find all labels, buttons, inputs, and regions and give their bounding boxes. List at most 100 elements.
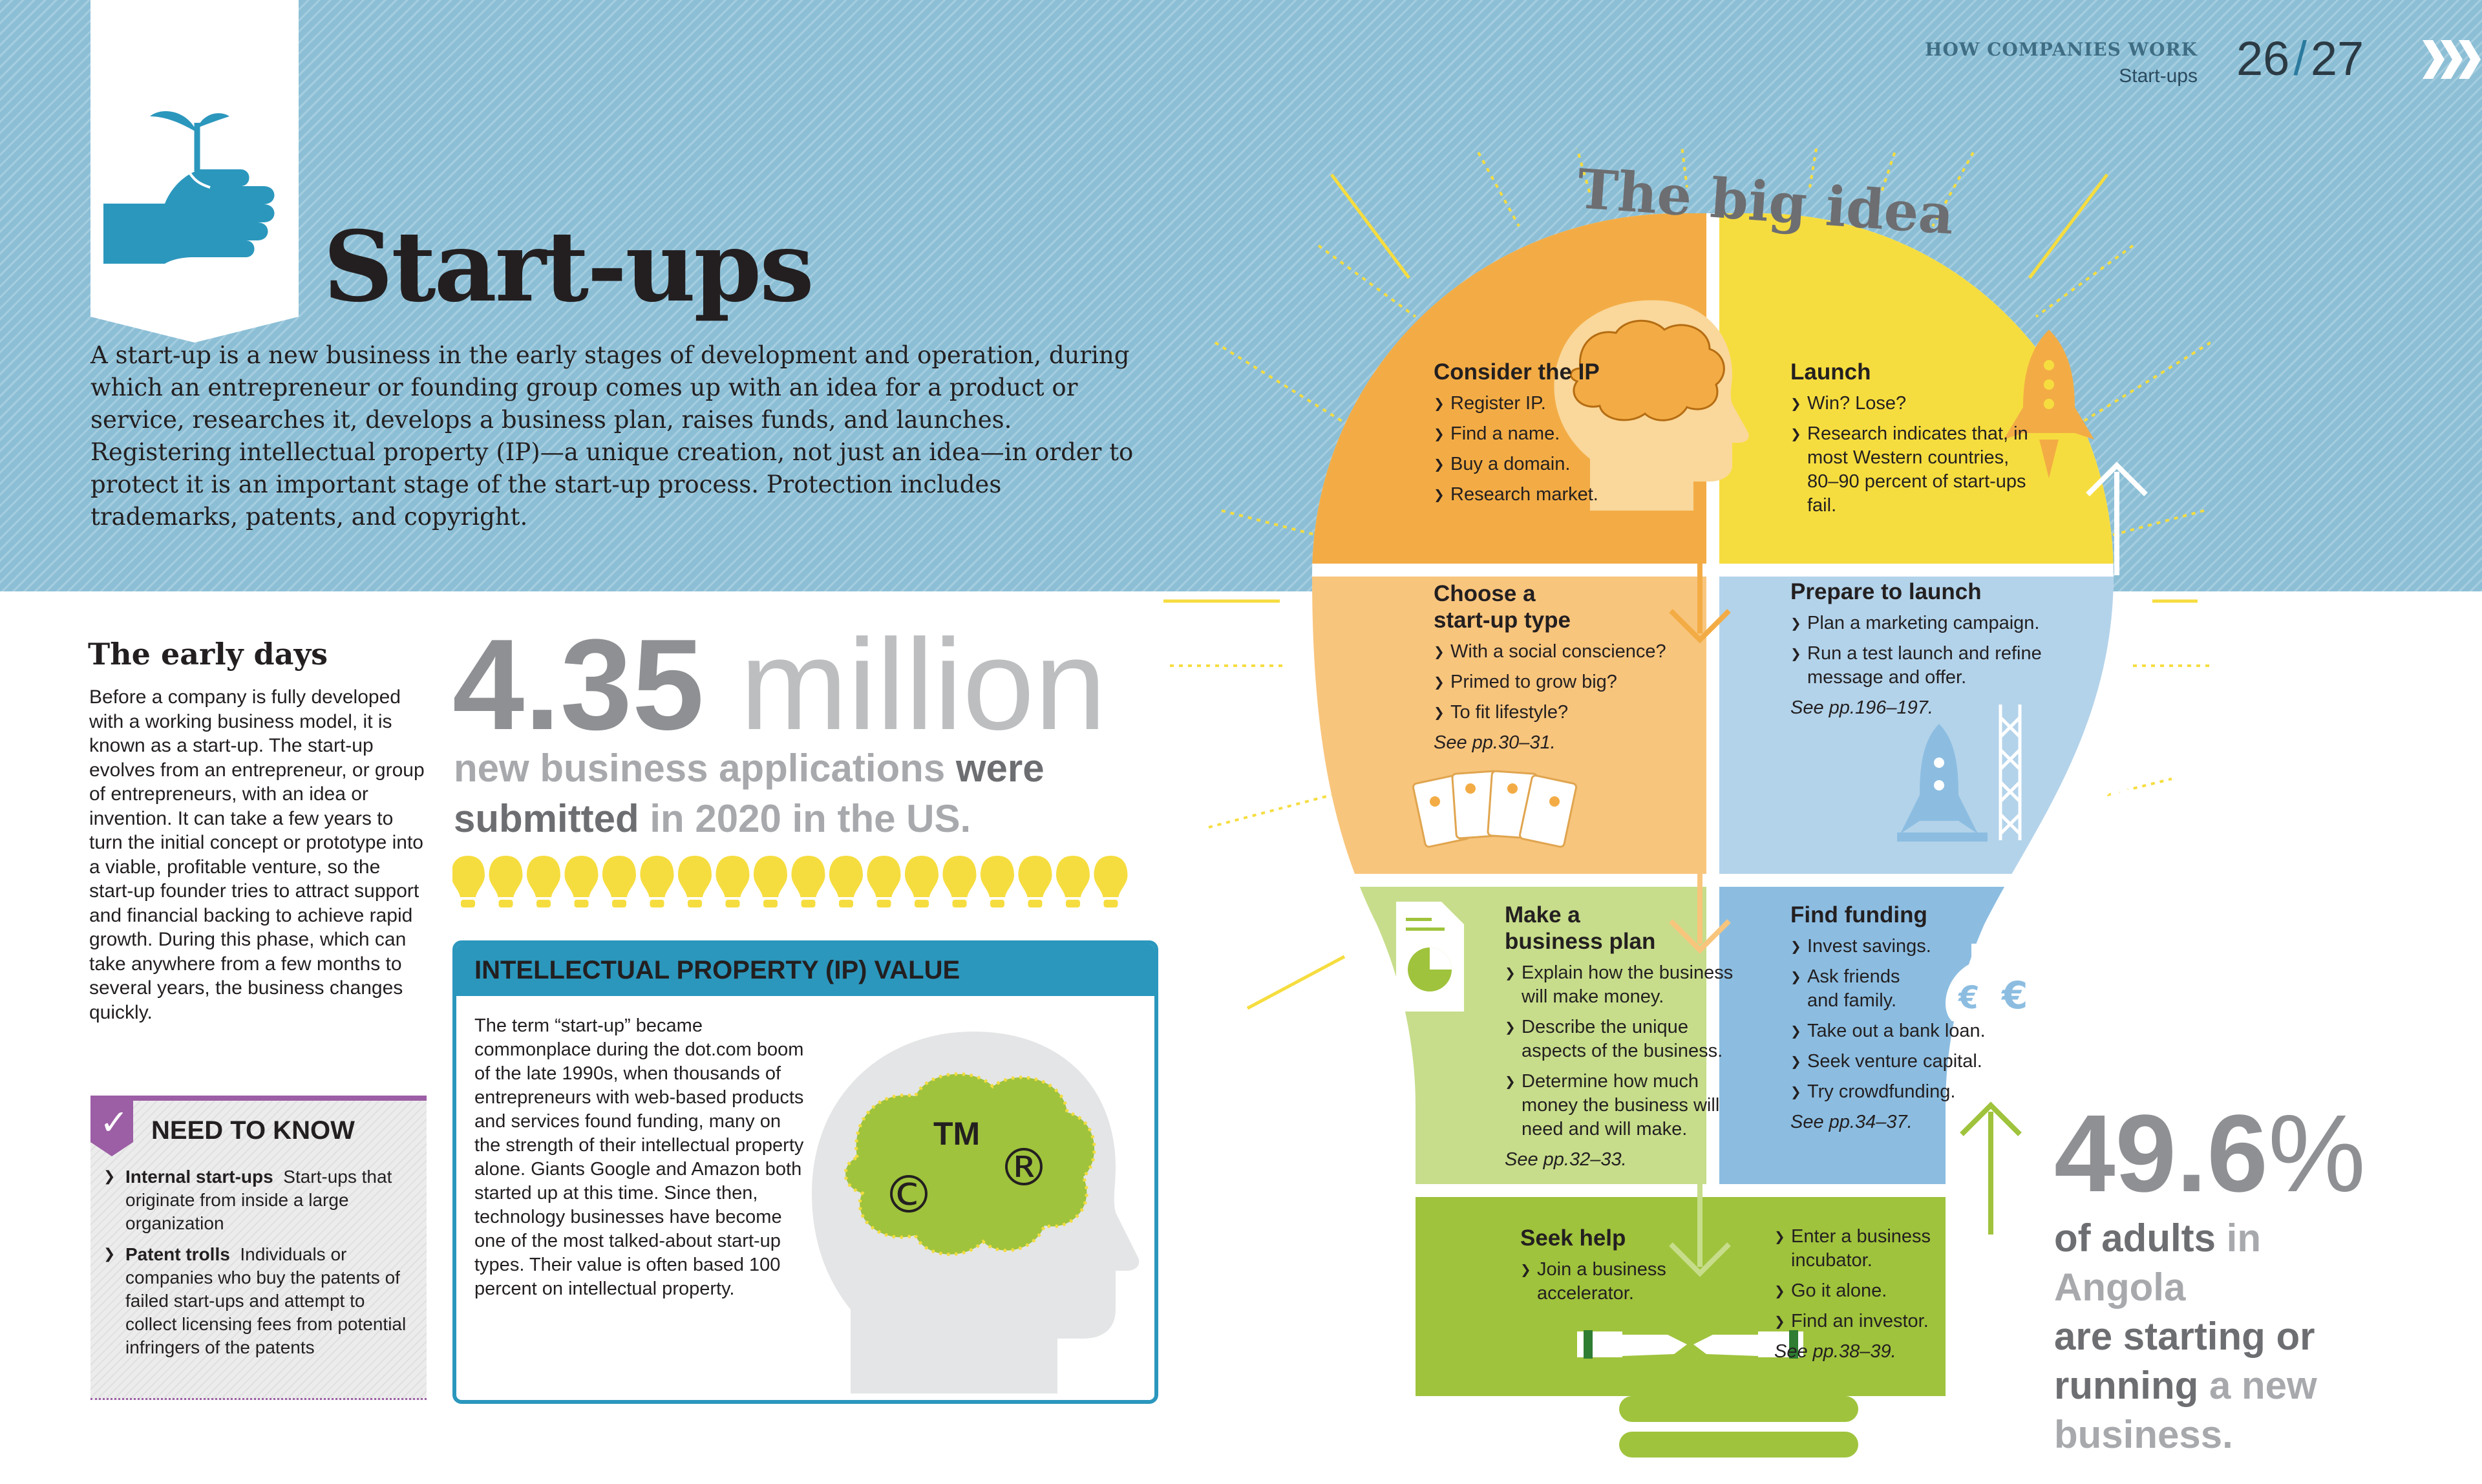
stat-angola-t3: are starting or [2054,1315,2315,1358]
stat-angola-figure: 49.6% [2054,1099,2377,1209]
intro-paragraph: A start-up is a new business in the earl… [90,341,1134,531]
ip-value-heading: INTELLECTUAL PROPERTY (IP) VALUE [456,944,1154,996]
handshake-icon [1577,1330,1803,1359]
need-to-know-list: Internal start-ups Start-ups that origin… [103,1165,420,1367]
stat-us-number: 4.35 [452,613,705,757]
stat-angola-t4: running [2054,1364,2199,1407]
registered-symbol: ® [998,1138,1050,1198]
list-item: Find an investor. [1774,1309,1942,1333]
list-item: With a social conscience? [1434,640,1692,664]
running-head-subsection: Start-ups [2119,65,2198,87]
list-item: Plan a marketing campaign. [1790,611,2055,635]
small-lightbulb-icon [602,856,636,907]
page-left: 26 [2236,32,2290,85]
business-plan-document-icon [1396,902,1464,1012]
stat-angola-t2: in Angola [2054,1216,2261,1309]
list-item: Run a test launch and refine message and… [1790,642,2055,690]
small-lightbulb-icon [640,856,674,907]
small-lightbulb-icon [829,856,863,907]
term-patent-trolls: Patent trolls [125,1244,230,1264]
panel-find-funding: Find funding Invest savings. Ask friends… [1790,902,1997,1134]
seek-help-heading: Seek help [1520,1225,1626,1251]
small-lightbulb-icon [452,856,485,907]
stat-us-caption: new business applications were submitted… [454,743,1158,844]
stat-us-figure: 4.35 million [452,620,1107,750]
list-item: Seek venture capital. [1790,1050,1997,1074]
small-lightbulb-icon [905,856,939,907]
stat-us-l2b: in 2020 in the US. [639,797,971,840]
next-page-chevron-icon[interactable] [2423,40,2482,79]
list-item: Patent trolls Individuals or companies w… [103,1243,420,1359]
list-item: Describe the unique aspects of the busin… [1505,1015,1744,1063]
small-lightbulb-icon [942,856,977,907]
early-days-body: Before a company is fully developed with… [89,686,425,1023]
stat-angola-t6: business. [2054,1413,2233,1456]
term-internal-startups: Internal start-ups [125,1167,273,1187]
small-lightbulb-icon [489,856,523,907]
launchpad-rocket-icon [1897,705,2022,842]
small-lightbulb-icon [791,856,825,907]
stat-us-l1b: were [945,747,1045,790]
lightbulb-row [452,856,1128,907]
stat-angola-number: 49.6 [2054,1092,2268,1215]
flow-arrows [1669,461,2148,1277]
running-head: HOW COMPANIES WORK Start-ups [1925,39,2198,87]
small-lightbulb-icon [564,856,599,907]
running-head-section: HOW COMPANIES WORK [1925,39,2198,60]
page-right: 27 [2310,32,2364,85]
svg-text:€: € [2000,973,2028,1017]
page-title: Start-ups [323,210,814,324]
small-lightbulb-icon [527,856,560,907]
panel-prepare-launch: Prepare to launch Plan a marketing campa… [1790,578,2055,720]
list-item: Research market. [1434,483,1608,507]
hand-sprout-icon [103,111,275,264]
ip-value-body: The term “start-up” became commonplace d… [474,1015,804,1299]
ip-value-box: INTELLECTUAL PROPERTY (IP) VALUE The ter… [452,940,1158,1404]
list-item: Try crowdfunding. [1790,1080,1997,1104]
prepare-launch-see: See pp.196–197. [1790,697,1933,718]
find-funding-see: See pp.34–37. [1790,1112,1913,1132]
list-item: Invest savings. [1790,935,1997,959]
stat-angola-t5: a new [2198,1364,2317,1407]
consider-ip-heading: Consider the IP [1434,359,1600,385]
list-item: Primed to grow big? [1434,670,1692,694]
list-item: Determine how much money the business wi… [1505,1070,1744,1141]
list-item: Internal start-ups Start-ups that origin… [103,1165,420,1235]
list-item: To fit lifestyle? [1434,701,1692,725]
list-item: Enter a business incubator. [1774,1225,1942,1273]
list-item: Explain how the business will make money… [1505,961,1744,1009]
panel-seek-help: Seek help Join a business accelerator. [1520,1225,1675,1312]
copyright-symbol: © [883,1165,935,1225]
panel-business-plan: Make a business plan Explain how the bus… [1505,902,1744,1172]
trademark-symbol: TM [933,1116,980,1152]
need-to-know-heading: NEED TO KNOW [151,1116,355,1145]
stat-us-unit: million [739,613,1107,757]
list-item: Research indicates that, in most Western… [1790,422,2030,518]
small-lightbulb-icon [716,856,750,907]
small-lightbulb-icon [981,856,1014,907]
stat-angola-caption: of adults in Angola are starting or runn… [2054,1214,2377,1459]
list-item: Win? Lose? [1790,392,2030,416]
panel-choose-type: Choose a start-up type With a social con… [1434,580,1692,755]
hero-band [0,0,2482,591]
business-plan-heading: Make a business plan [1505,902,1656,954]
panel-consider-ip: Consider the IP Register IP. Find a name… [1434,359,1608,513]
choose-type-see: See pp.30–31. [1434,732,1556,753]
find-funding-heading: Find funding [1790,902,1927,928]
head-brain-ip-illustration: TM © ® [812,1032,1140,1394]
logo-tab [90,0,299,343]
small-lightbulb-icon [1018,856,1052,907]
business-plan-see: See pp.32–33. [1505,1149,1627,1170]
stat-angola-percent: % [2267,1092,2366,1215]
launch-heading: Launch [1790,359,1871,385]
small-lightbulb-icon [754,856,787,907]
small-lightbulb-icon [867,856,901,907]
money-bags-icon: € € [1946,931,2055,1024]
early-days-heading: The early days [88,637,328,672]
stat-angola: 49.6% of adults in Angola are starting o… [2054,1099,2377,1459]
choose-type-heading: Choose a start-up type [1434,581,1571,633]
page-numbers: 26/27 [2236,32,2364,85]
playing-cards-icon [1412,770,1578,848]
stat-us-l2a: submitted [454,797,639,840]
stat-us-l1a: new business applications [454,747,946,790]
